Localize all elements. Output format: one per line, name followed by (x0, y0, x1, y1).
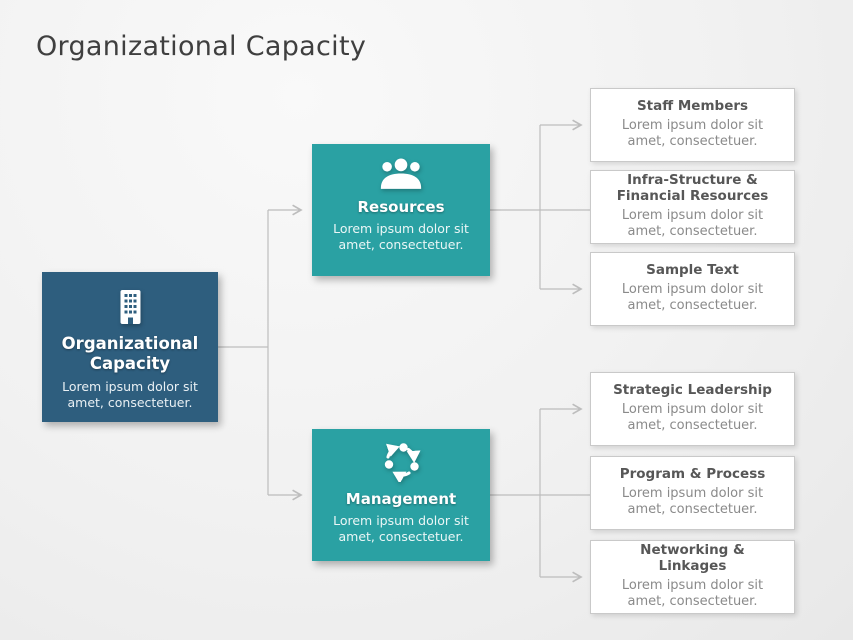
node-organizational-capacity[interactable]: Organizational Capacity Lorem ipsum dolo… (42, 272, 218, 422)
root-node-title: Organizational Capacity (61, 334, 199, 373)
node-resources[interactable]: Resources Lorem ipsum dolor sit amet, co… (312, 144, 490, 276)
card-networking-linkages-body: Lorem ipsum dolor sit amet, consectetuer… (621, 578, 764, 610)
card-staff-members-title: Staff Members (636, 98, 749, 115)
card-sample-text-title: Sample Text (646, 262, 739, 279)
building-icon (117, 289, 144, 325)
card-program-process[interactable]: Program & Process Lorem ipsum dolor sit … (590, 456, 795, 530)
page-title: Organizational Capacity (36, 31, 367, 62)
resources-body: Lorem ipsum dolor sit amet, consectetuer… (333, 221, 469, 253)
card-infra-structure-body: Lorem ipsum dolor sit amet, consectetuer… (621, 208, 764, 240)
card-strategic-leadership[interactable]: Strategic Leadership Lorem ipsum dolor s… (590, 372, 795, 446)
card-sample-text-body: Lorem ipsum dolor sit amet, consectetuer… (621, 282, 764, 314)
card-sample-text[interactable]: Sample Text Lorem ipsum dolor sit amet, … (590, 252, 795, 326)
people-meeting-icon (378, 157, 424, 190)
card-staff-members[interactable]: Staff Members Lorem ipsum dolor sit amet… (590, 88, 795, 162)
card-networking-linkages[interactable]: Networking & Linkages Lorem ipsum dolor … (590, 540, 795, 614)
node-management[interactable]: Management Lorem ipsum dolor sit amet, c… (312, 429, 490, 561)
card-program-process-title: Program & Process (619, 466, 766, 483)
root-node-body: Lorem ipsum dolor sit amet, consectetuer… (62, 378, 198, 410)
management-body: Lorem ipsum dolor sit amet, consectetuer… (333, 513, 469, 545)
resources-title: Resources (357, 198, 445, 216)
management-title: Management (345, 490, 457, 508)
card-networking-linkages-title: Networking & Linkages (640, 542, 745, 575)
cycle-arrows-icon (381, 442, 421, 484)
card-infra-structure-financial-resources[interactable]: Infra-Structure & Financial Resources Lo… (590, 170, 795, 244)
card-strategic-leadership-body: Lorem ipsum dolor sit amet, consectetuer… (621, 402, 764, 434)
card-program-process-body: Lorem ipsum dolor sit amet, consectetuer… (621, 486, 764, 518)
card-staff-members-body: Lorem ipsum dolor sit amet, consectetuer… (621, 118, 764, 150)
card-infra-structure-title: Infra-Structure & Financial Resources (616, 172, 769, 205)
card-strategic-leadership-title: Strategic Leadership (613, 382, 772, 399)
